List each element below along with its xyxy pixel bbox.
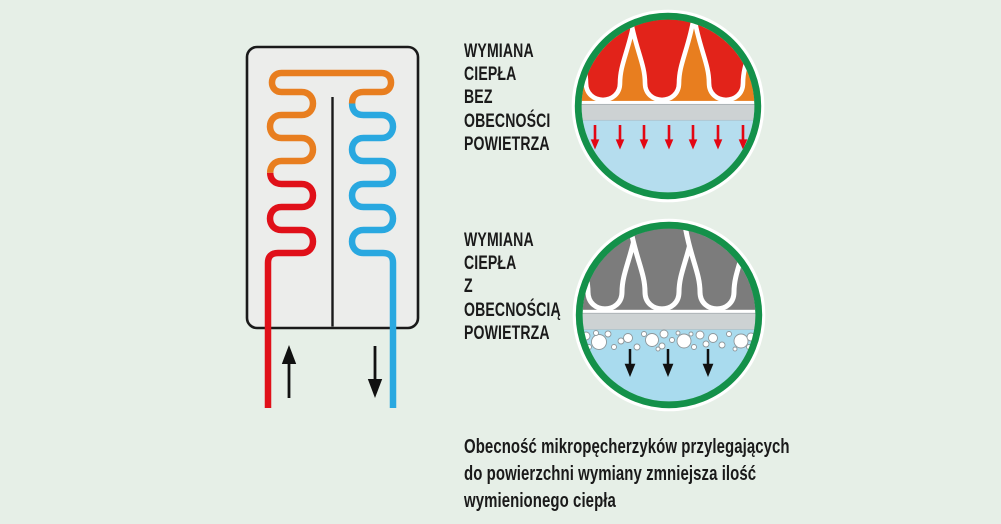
- label-line: CIEPŁA: [464, 64, 517, 86]
- microbubbles: [582, 329, 756, 352]
- label-line: POWIETRZA: [464, 322, 550, 344]
- caption-line: Obecność mikropęcherzyków przylegających: [464, 435, 790, 458]
- label-with-air: WYMIANA CIEPŁA Z OBECNOŚCIĄ POWIETRZA: [464, 229, 561, 345]
- heat-flux-black-arrows-icon: [624, 349, 714, 377]
- heat-exchanger-diagram: [245, 45, 420, 408]
- label-line: WYMIANA: [464, 41, 534, 62]
- circle-ring: [575, 221, 763, 409]
- caption-line: do powierzchni wymiany zmniejsza ilość: [464, 462, 757, 485]
- label-line: WYMIANA: [464, 230, 534, 251]
- inlet-up-arrow-icon: [281, 345, 297, 398]
- coil-hot-orange: [266, 69, 395, 173]
- circle-without-air: [571, 9, 765, 203]
- circle-ring: [574, 12, 762, 200]
- label-without-air: WYMIANA CIEPŁA BEZ OBECNOŚCI POWIETRZA: [464, 40, 550, 156]
- circle-with-air: [572, 218, 766, 412]
- exchange-surface: [581, 103, 755, 121]
- caption-line: wymienionego ciepła: [464, 489, 616, 512]
- coil-cold-outlet-blue: [348, 103, 397, 408]
- exchange-surface: [582, 312, 756, 331]
- label-line: OBECNOŚCI: [464, 110, 551, 132]
- coil-hot-inlet-red: [264, 172, 317, 408]
- outlet-down-arrow-icon: [367, 346, 383, 398]
- surface-white-line: [582, 309, 756, 314]
- bottom-caption: Obecność mikropęcherzyków przylegających…: [464, 433, 790, 514]
- label-line: POWIETRZA: [464, 133, 550, 155]
- label-line: CIEPŁA: [464, 253, 517, 275]
- label-line: OBECNOŚCIĄ: [464, 299, 561, 321]
- label-line: Z: [464, 276, 473, 298]
- label-line: BEZ: [464, 87, 493, 109]
- surface-white-line: [581, 100, 755, 105]
- heat-flux-red-arrows-icon: [590, 125, 748, 150]
